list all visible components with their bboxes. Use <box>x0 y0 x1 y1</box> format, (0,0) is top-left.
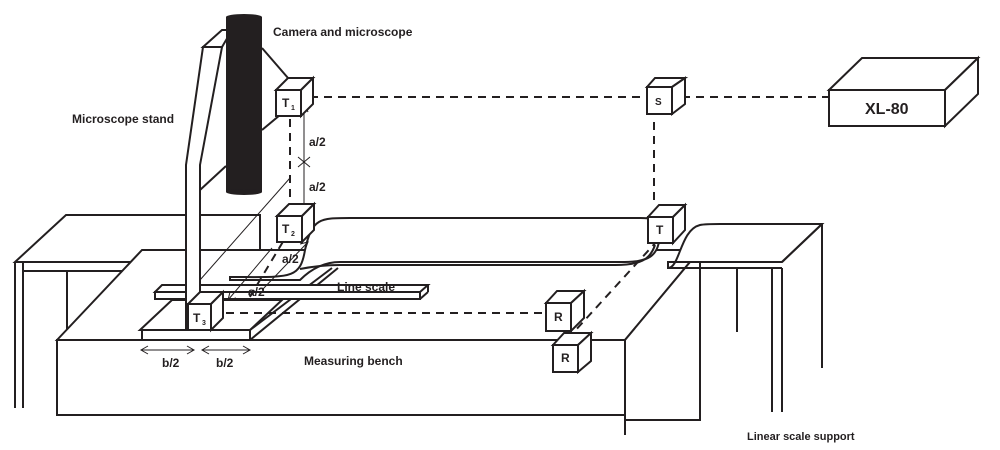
t3-subscript: 3 <box>202 320 206 327</box>
dim-a-half-upper: a/2 <box>309 135 326 149</box>
t2-label: T <box>282 222 290 236</box>
dimension-b-horizontal <box>139 345 252 355</box>
dim-a-half-lower: a/2 <box>309 180 326 194</box>
line-scale-label: Line scale <box>337 280 395 294</box>
dim-b-half-right: b/2 <box>216 356 234 370</box>
s-label: S <box>655 97 662 108</box>
right-support-table <box>667 223 825 412</box>
measuring-bench <box>54 247 703 435</box>
dim-a-half-diag-lower: a/2 <box>248 285 265 299</box>
line-scale-bar <box>152 284 431 300</box>
optic-s: S <box>644 76 689 117</box>
optic-t: T <box>645 202 688 246</box>
t1-subscript: 1 <box>291 105 295 112</box>
dimension-a-diagonal <box>227 241 309 301</box>
camera-microscope-label: Camera and microscope <box>273 25 413 39</box>
dim-a-half-diag-upper: a/2 <box>282 252 299 266</box>
measuring-bench-label: Measuring bench <box>304 354 403 368</box>
t1-label: T <box>282 96 290 110</box>
reference-line <box>199 177 291 281</box>
t-label: T <box>656 223 664 237</box>
r-lower-label: R <box>561 351 570 365</box>
optic-r-upper: R <box>543 288 587 334</box>
r-upper-label: R <box>554 310 563 324</box>
optic-t2: T 2 <box>274 201 317 245</box>
dim-b-half-left: b/2 <box>162 356 180 370</box>
xl80-label: XL-80 <box>865 101 909 118</box>
t2-subscript: 2 <box>291 231 295 238</box>
optic-t1: T 1 <box>273 75 316 119</box>
microscope-stand-label: Microscope stand <box>72 112 174 126</box>
optic-t3: T 3 <box>185 289 226 333</box>
camera-microscope <box>226 14 289 195</box>
laser-beam-paths <box>226 96 828 334</box>
linear-scale-support-label: Linear scale support <box>747 431 855 443</box>
t3-label: T <box>193 311 201 325</box>
xl80-laser-unit: XL-80 <box>826 55 981 129</box>
optic-r-lower: R <box>550 330 594 375</box>
